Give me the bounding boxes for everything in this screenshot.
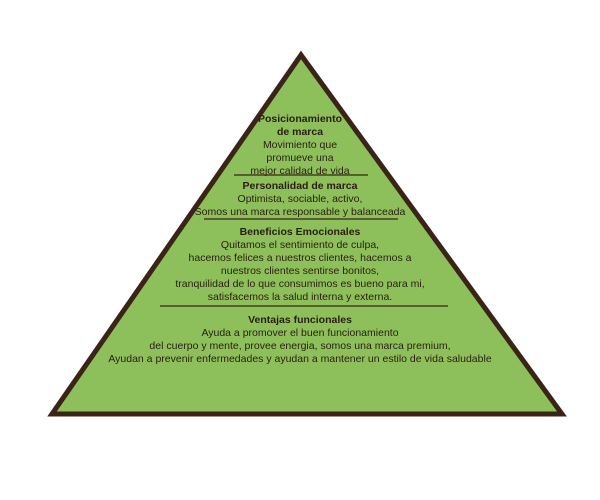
tier-title: de marca (276, 126, 324, 138)
tier-text: Ayudan a prevenir enfermedades y ayudan … (108, 353, 492, 365)
tier-functional-advantages: Ventajas funcionales Ayuda a promover el… (0, 314, 600, 366)
tier-text: Quitamos el sentimiento de culpa, (220, 239, 380, 251)
tier-emotional-benefits: Beneficios Emocionales Quitamos el senti… (0, 226, 600, 304)
tier-brand-positioning: Posicionamiento de marca Movimiento que … (0, 113, 600, 178)
tier-text: promueve una (266, 152, 334, 164)
tier-text: hacemos felices a nuestros clientes, hac… (188, 252, 412, 264)
tier-text: Optimista, sociable, activo, (237, 193, 363, 205)
tier-title: Personalidad de marca (242, 180, 358, 192)
tier-text: nuestros clientes sentirse bonitos, (220, 265, 380, 277)
tier-brand-personality: Personalidad de marca Optimista, sociabl… (0, 180, 600, 219)
tier-text: Movimiento que (262, 139, 338, 151)
tier-text: tranquilidad de lo que consumimos es bue… (175, 278, 425, 290)
tier-title: Posicionamiento (257, 113, 342, 125)
tier-text: del cuerpo y mente, provee energia, somo… (149, 340, 451, 352)
tier-text: Ayuda a promover el buen funcionamiento (201, 327, 399, 339)
tier-title: Beneficios Emocionales (239, 226, 361, 238)
tier-text: Somos una marca responsable y balanceada (194, 206, 406, 218)
tier-text: satisfacemos la salud interna y externa. (207, 291, 393, 303)
tier-title: Ventajas funcionales (248, 314, 352, 326)
tier-text: mejor calidad de vida (250, 165, 350, 177)
pyramid-shape (47, 50, 567, 417)
